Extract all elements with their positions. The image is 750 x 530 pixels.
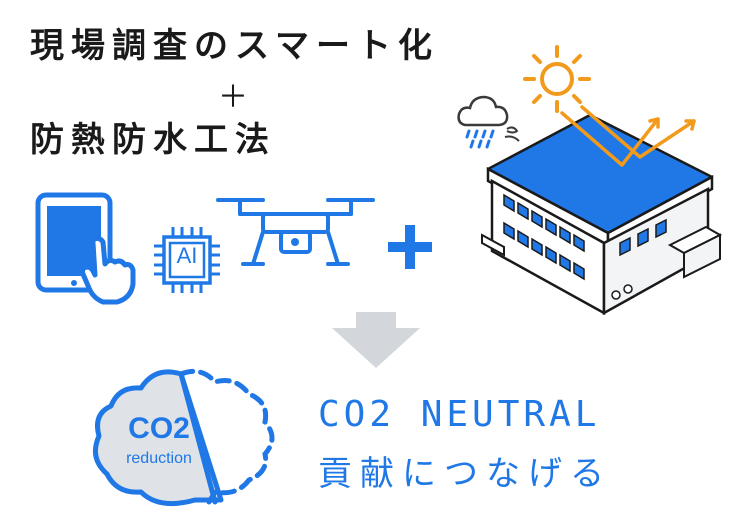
- tablet-icon: [35, 192, 136, 305]
- ai-chip-icon: [154, 227, 220, 293]
- cloud-co2-label: CO2: [128, 412, 190, 445]
- rain-cloud-icon: [457, 95, 520, 149]
- plus-icon: [388, 225, 432, 269]
- building-illustration: [481, 105, 723, 316]
- headline-line1: 現場調査のスマート化: [30, 26, 439, 66]
- hand-icon: [80, 235, 136, 305]
- ai-chip-label: AI: [176, 243, 198, 268]
- cloud-reduction-label: reduction: [126, 450, 192, 467]
- co2-cloud-icon: [92, 368, 275, 507]
- drone-icon: [216, 198, 375, 266]
- contribution-text: 貢献につなげる: [318, 454, 612, 494]
- down-arrow-icon: [332, 312, 420, 368]
- sun-icon: [523, 45, 591, 113]
- co2-neutral-title: CO2 NEUTRAL: [318, 394, 601, 435]
- headline-plus: ＋: [218, 80, 248, 115]
- headline-line2: 防熱防水工法: [30, 120, 276, 160]
